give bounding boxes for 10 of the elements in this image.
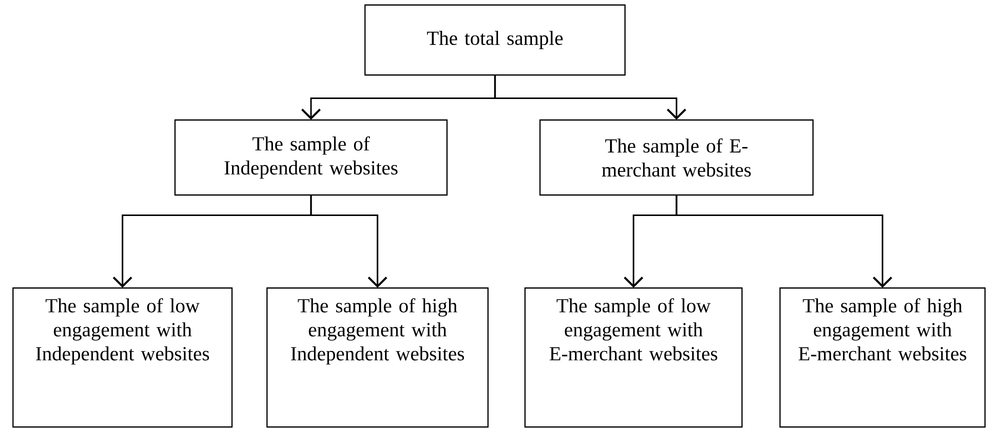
box: The sample of high engagement with Independent websites [266, 287, 489, 428]
arrow [310, 195, 388, 288]
box: The sample of low engagement with E-merchant websites [524, 287, 743, 428]
arrow [676, 195, 892, 288]
box: The sample of Independent websites [174, 119, 448, 196]
arrow [494, 75, 686, 120]
box: The sample of high engagement with E-merchant websites [779, 287, 986, 428]
box: The total sample [364, 4, 626, 76]
box: The sample of low engagement with Independent websites [12, 287, 233, 428]
box: The sample of E-merchant websites [539, 119, 814, 196]
